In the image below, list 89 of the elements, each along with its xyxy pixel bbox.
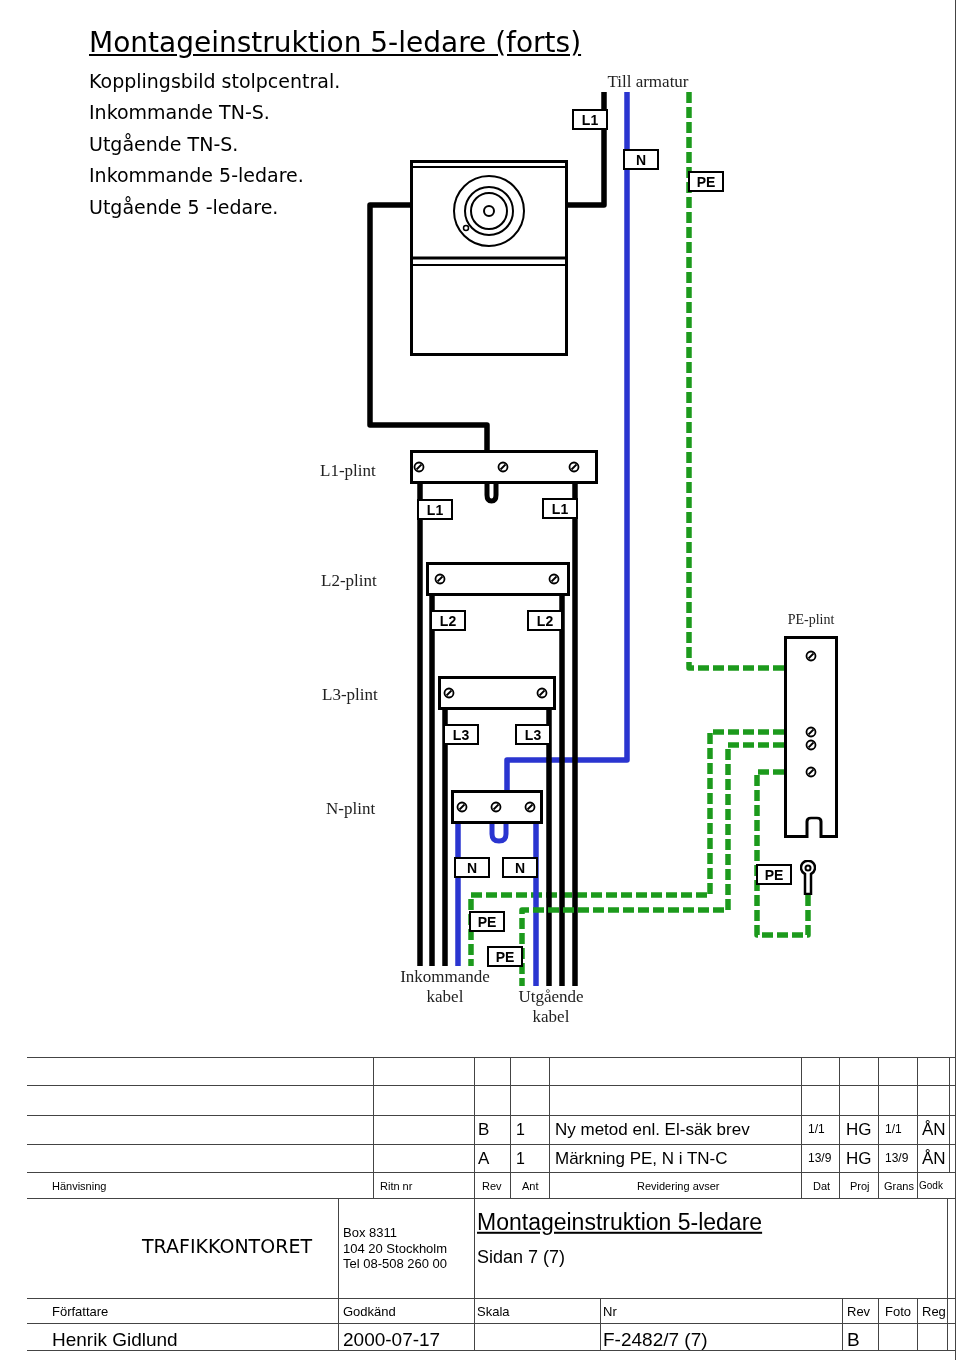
table-cell-text: F-2482/7 (7) — [603, 1329, 708, 1351]
table-cell-text: Reg — [922, 1304, 946, 1320]
table-cell-text: 13/9 — [885, 1152, 909, 1166]
wire — [519, 742, 784, 986]
distribution-box-drawing — [410, 160, 568, 356]
wire-tag: PE — [487, 946, 523, 967]
wire-tag: L1 — [572, 109, 608, 130]
table-cell-text: Nr — [603, 1304, 617, 1320]
table-cell-text: HG — [846, 1149, 872, 1169]
table-cell-text: Märkning PE, N i TN-C — [555, 1149, 728, 1169]
wire — [455, 824, 461, 966]
table-cell-text: Skala — [477, 1304, 510, 1320]
table-cell-text: 1/1 — [885, 1123, 902, 1137]
wire-tag: L1 — [417, 499, 453, 520]
table-cell-text: ÅN — [922, 1149, 946, 1169]
wire-tag: PE — [688, 171, 724, 192]
table-cell-text: B — [847, 1329, 860, 1351]
drawing-title: Montageinstruktion 5-ledare — [477, 1208, 763, 1236]
wire — [504, 92, 630, 790]
terminal-block-label: L2-plint — [321, 571, 377, 591]
terminal-block — [438, 676, 556, 710]
page-number: Sidan 7 (7) — [477, 1246, 566, 1268]
wire-tag: L2 — [430, 610, 466, 631]
wire-tag: PE — [469, 911, 505, 932]
table-cell-text: 1 — [516, 1120, 525, 1140]
table-cell-text: A — [478, 1149, 490, 1169]
description-line: Utgående TN-S. — [89, 134, 239, 156]
table-cell-text: 1 — [516, 1149, 525, 1169]
wire-tag: L3 — [515, 724, 551, 745]
wire — [546, 710, 552, 986]
wire-destination-label: Utgående kabel — [517, 986, 585, 1028]
description-line: Inkommande 5-ledare. — [89, 165, 304, 187]
table-cell-text: 1/1 — [808, 1123, 825, 1137]
wire-destination-label: Till armatur — [607, 71, 689, 93]
terminal-block-label: N-plint — [326, 799, 376, 819]
page-title: Montageinstruktion 5-ledare (forts) — [89, 26, 582, 59]
wire — [367, 202, 490, 450]
table-cell-text: Författare — [52, 1304, 109, 1320]
wire — [429, 596, 435, 966]
address-line: Box 8311 — [343, 1225, 397, 1241]
wire — [533, 824, 539, 986]
table-cell-text: Ritn nr — [380, 1179, 413, 1193]
address-line: Tel 08-508 260 00 — [343, 1256, 448, 1272]
wire — [568, 92, 607, 208]
wire — [468, 729, 784, 966]
table-cell-text: Rev — [847, 1304, 871, 1320]
wire-tag: PE — [756, 864, 792, 885]
wire — [572, 484, 578, 986]
table-cell-text: Dat — [813, 1179, 831, 1193]
table-cell-text: HG — [846, 1120, 872, 1140]
organisation-name: TRAFIKKONTORET — [142, 1236, 312, 1258]
cable-lug-drawing — [800, 860, 816, 895]
terminal-block — [451, 790, 543, 824]
terminal-block-label: L1-plint — [320, 461, 376, 481]
wire-tag: N — [454, 857, 490, 878]
table-cell-text: ÅN — [922, 1120, 946, 1140]
description-line: Utgående 5 -ledare. — [89, 197, 279, 219]
wire — [686, 92, 784, 671]
table-cell-text: B — [478, 1120, 490, 1140]
wire — [417, 484, 423, 966]
table-cell-text: Godkänd — [343, 1304, 396, 1320]
terminal-block — [410, 450, 598, 484]
address-line: 104 20 Stockholm — [343, 1241, 448, 1257]
wire-tag: L2 — [527, 610, 563, 631]
wire — [754, 769, 811, 938]
table-cell-text: Henrik Gidlund — [52, 1329, 178, 1351]
table-cell-text: 13/9 — [808, 1152, 832, 1166]
table-cell-text: Hänvisning — [52, 1179, 107, 1193]
terminal-block-label: L3-plint — [322, 685, 378, 705]
table-cell-text: Foto — [885, 1304, 911, 1320]
wire — [559, 596, 565, 986]
description-line: Kopplingsbild stolpcentral. — [89, 71, 341, 93]
wire-tag: N — [623, 149, 659, 170]
wire — [442, 710, 448, 966]
description-line: Inkommande TN-S. — [89, 102, 270, 124]
table-cell-text: 2000-07-17 — [343, 1329, 441, 1351]
table-cell-text: Ny metod enl. El-säk brev — [555, 1120, 750, 1140]
terminal-block — [426, 562, 570, 596]
wire-destination-label: Inkommande kabel — [399, 966, 491, 1008]
terminal-block-label: PE-plint — [787, 612, 835, 629]
wire-tag: L3 — [443, 724, 479, 745]
table-cell-text: Revidering avser — [637, 1179, 720, 1193]
table-cell-text: Ant — [522, 1179, 539, 1193]
wire-tag: N — [502, 857, 538, 878]
table-cell-text: Proj — [850, 1179, 870, 1193]
wire-tag: L1 — [542, 498, 578, 519]
table-cell-text: Grans — [884, 1179, 914, 1193]
table-cell-text: Godk — [919, 1180, 943, 1192]
table-cell-text: Rev — [482, 1179, 502, 1193]
